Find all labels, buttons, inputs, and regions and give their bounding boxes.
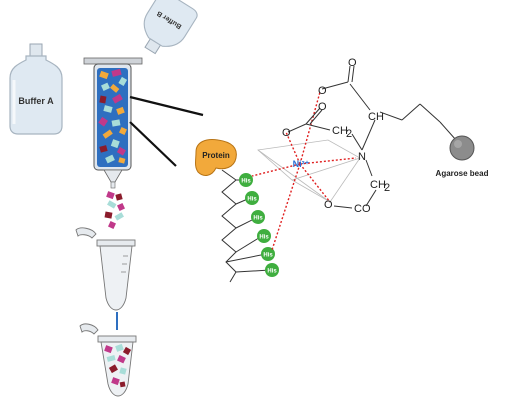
his-residue — [245, 191, 259, 205]
column-resin-particles — [98, 68, 128, 164]
chromatography-column — [83, 57, 143, 189]
coordination-octahedron — [257, 139, 361, 203]
collection-tube-empty — [75, 227, 136, 311]
buffer-b-bottle: Buffer B — [143, 0, 198, 55]
his-residue — [261, 247, 275, 261]
pointer-line-upper — [129, 95, 204, 117]
svg-text:CH: CH — [368, 111, 384, 123]
eluate-particles — [104, 191, 125, 229]
nta-ligand-structure — [287, 65, 457, 209]
his-residue — [265, 263, 279, 277]
pointer-line-lower — [129, 121, 177, 167]
svg-text:O: O — [318, 85, 327, 97]
svg-text:CO: CO — [354, 203, 371, 215]
coordination-bonds — [251, 91, 357, 251]
nickel-ion-label: Ni²⁺ — [293, 159, 310, 169]
his-residue — [239, 173, 253, 187]
protein-label: Protein — [202, 151, 230, 160]
svg-text:His: His — [241, 179, 251, 185]
svg-text:CH: CH — [370, 179, 386, 191]
svg-text:His: His — [263, 253, 273, 259]
agarose-bead: Agarose bead — [436, 135, 489, 178]
svg-text:N: N — [358, 151, 366, 163]
agarose-bead-label: Agarose bead — [436, 169, 489, 178]
svg-text:His: His — [247, 197, 257, 203]
his-residue — [251, 210, 265, 224]
svg-text:His: His — [267, 269, 277, 275]
collection-tube-filled — [79, 323, 137, 397]
svg-text:His: His — [253, 216, 263, 222]
buffer-a-label: Buffer A — [18, 96, 54, 106]
his-residue — [257, 229, 271, 243]
buffer-a-bottle: Buffer A — [9, 43, 63, 135]
svg-text:2: 2 — [384, 182, 390, 194]
svg-text:O: O — [282, 127, 291, 139]
nta-atom-labels: O O N CH O O CH 2 N CH 2 O CO — [282, 57, 390, 215]
his-tagged-protein: Protein — [195, 139, 271, 283]
svg-text:O: O — [324, 199, 333, 211]
svg-text:2: 2 — [346, 128, 352, 140]
svg-text:O: O — [348, 57, 357, 69]
svg-text:His: His — [259, 235, 269, 241]
svg-text:CH: CH — [332, 125, 348, 137]
his-residues: His His His His His His — [239, 173, 279, 277]
svg-text:O: O — [318, 101, 327, 113]
